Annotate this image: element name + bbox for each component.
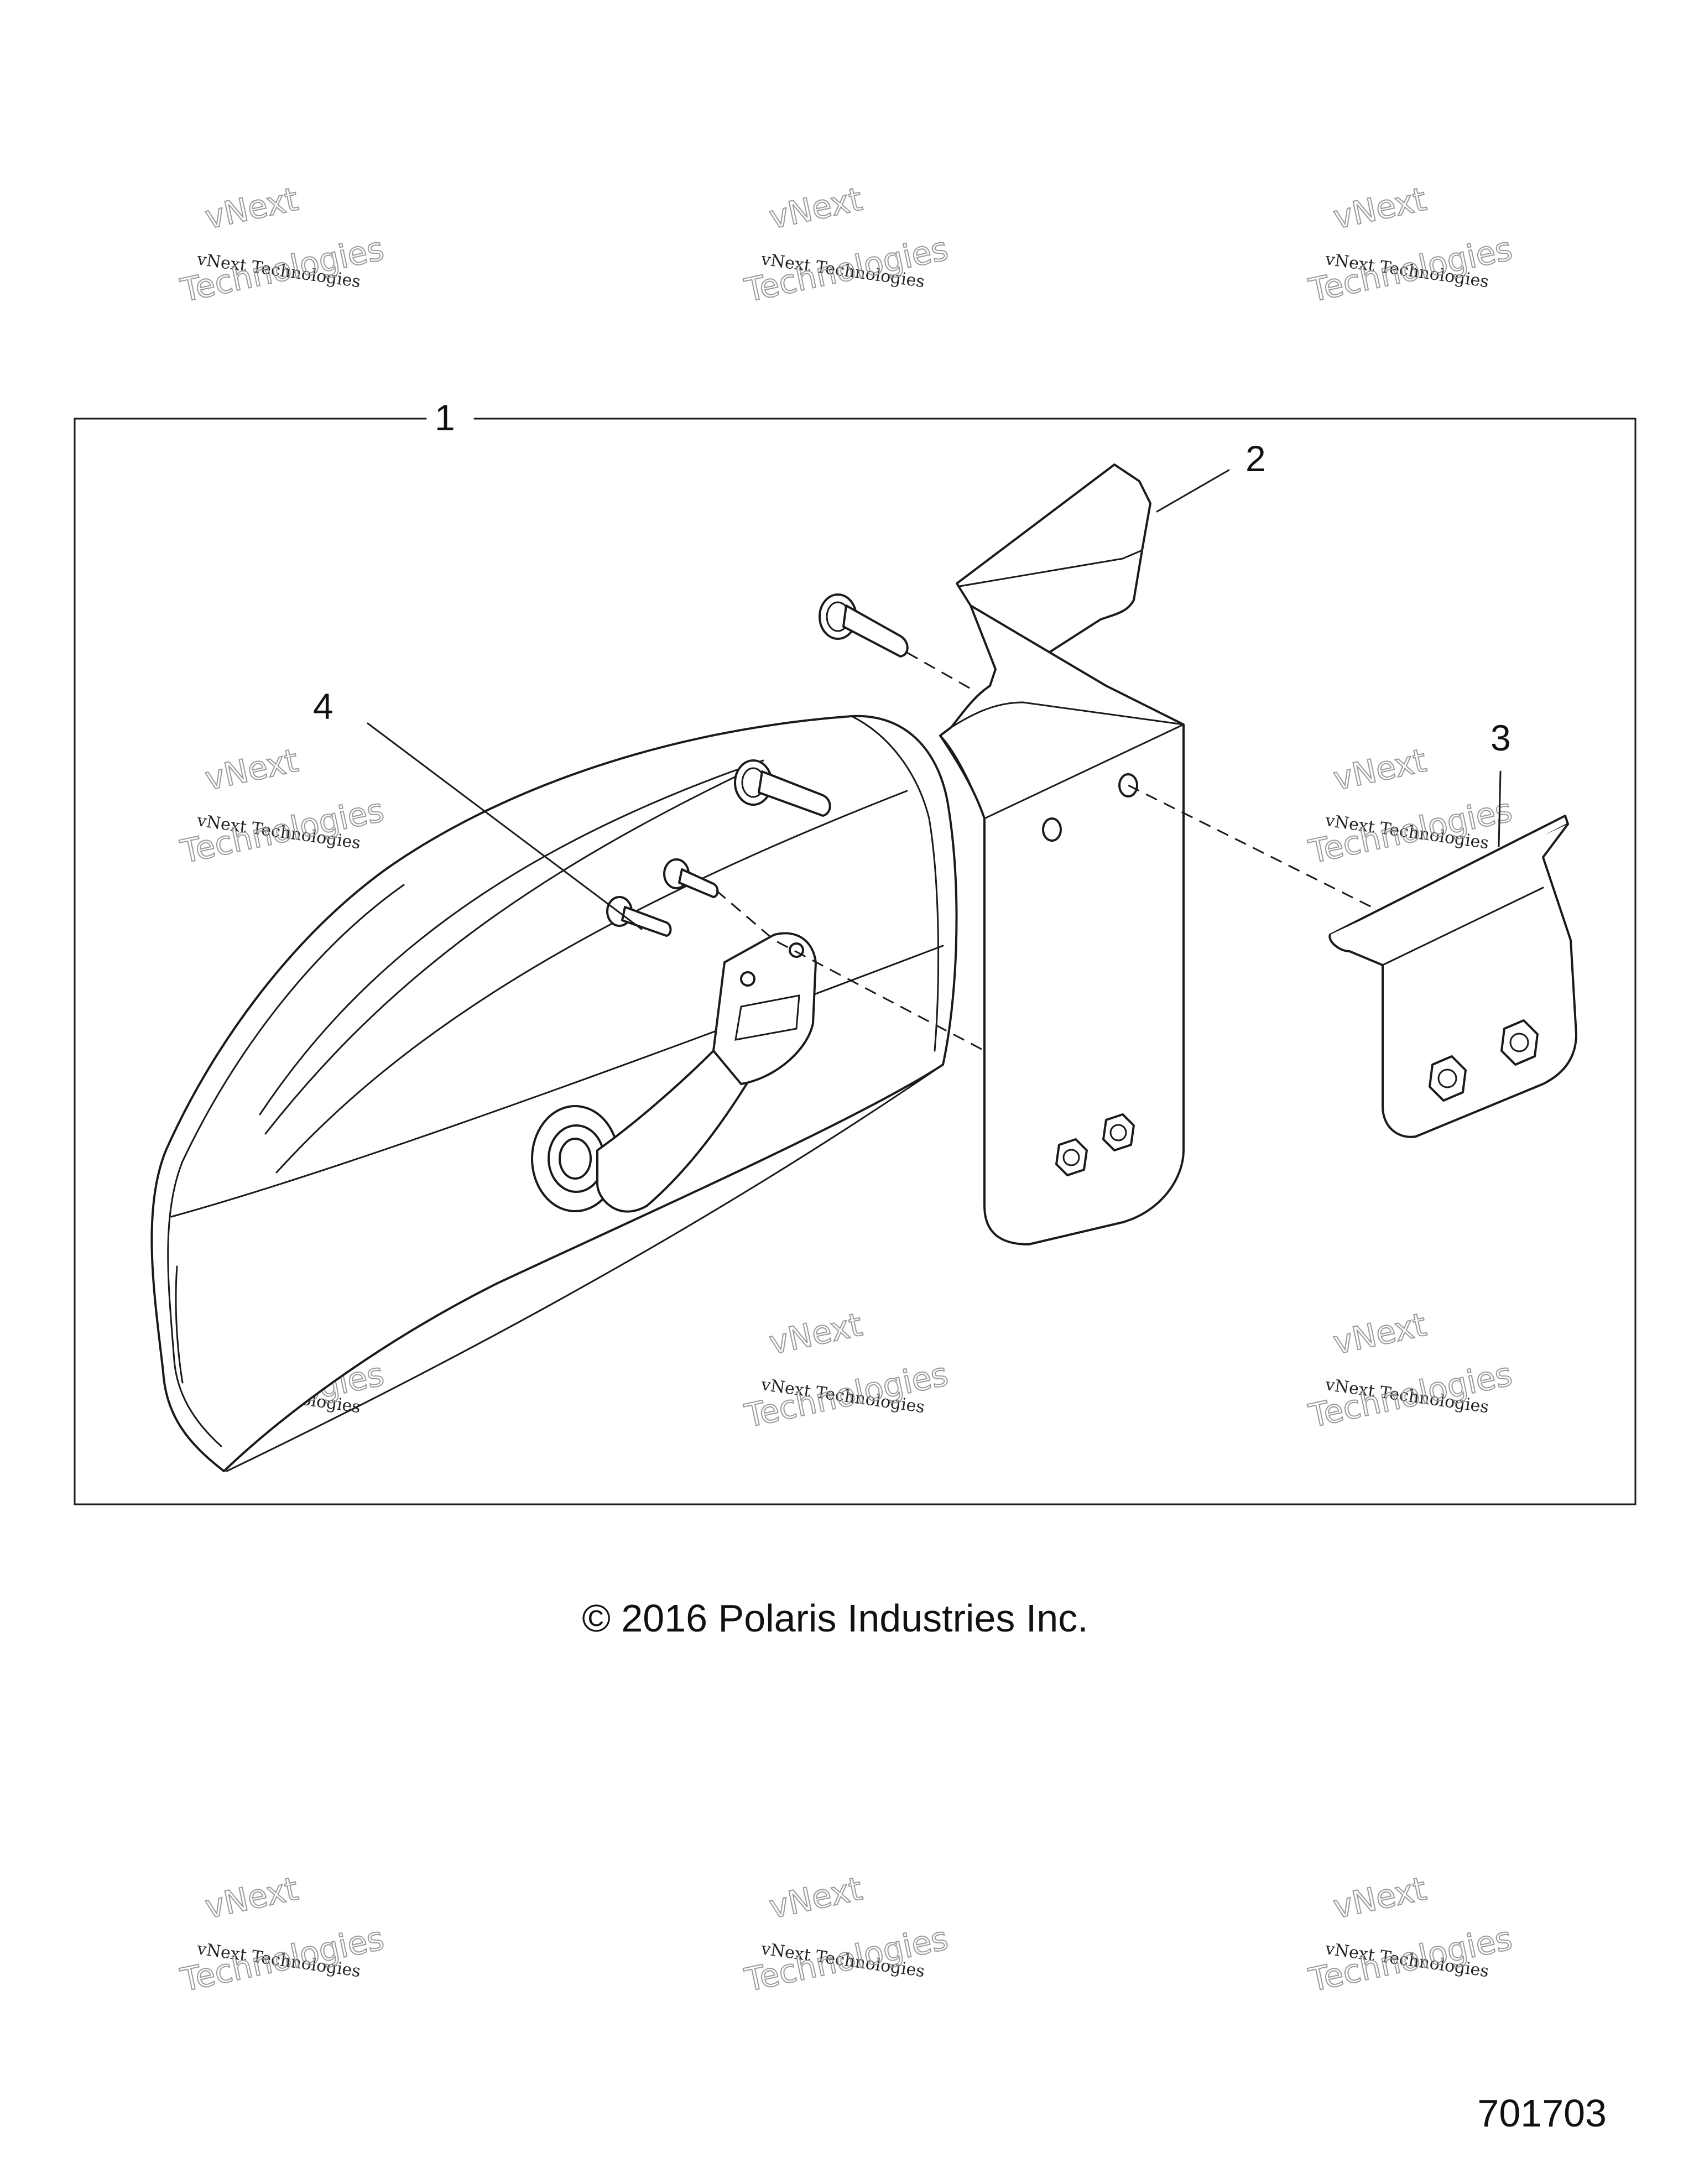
svg-text:vNext: vNext (202, 180, 301, 237)
svg-text:vNext: vNext (1330, 1870, 1430, 1926)
svg-text:vNext: vNext (1330, 742, 1430, 798)
callout-4: 4 (313, 686, 333, 727)
svg-text:Technologies: Technologies (741, 1919, 951, 1999)
watermark: vNext vNext Technologies Technologies (176, 180, 388, 310)
mirror-stem (531, 932, 817, 1213)
callout-3: 3 (1490, 717, 1511, 758)
watermark: vNext vNext Technologies Technologies (176, 741, 388, 872)
svg-text:Technologies: Technologies (741, 230, 951, 309)
watermark: vNext vNext Technologies Technologies (176, 1869, 388, 2000)
svg-text:Technologies: Technologies (1305, 1355, 1515, 1435)
svg-text:vNext: vNext (766, 180, 866, 237)
svg-text:vNext: vNext (1330, 180, 1430, 237)
svg-text:vNext: vNext (202, 1870, 301, 1926)
svg-text:Technologies: Technologies (177, 1919, 387, 1999)
svg-text:vNext: vNext (202, 742, 301, 798)
nut (1102, 1113, 1135, 1151)
svg-text:Technologies: Technologies (741, 1355, 951, 1435)
screw (663, 858, 719, 898)
svg-text:Technologies: Technologies (177, 791, 387, 871)
svg-text:vNext: vNext (766, 1306, 866, 1362)
watermark: vNext vNext Technologies Technologies (1305, 1869, 1516, 2000)
svg-text:vNext: vNext (766, 1870, 866, 1926)
svg-text:Technologies: Technologies (1305, 230, 1515, 309)
bracket-screws (734, 593, 974, 817)
svg-text:vNext: vNext (1330, 1306, 1430, 1362)
nut (1429, 1055, 1467, 1102)
drawing-number: 701703 (1477, 2092, 1607, 2135)
screw (734, 759, 831, 817)
nut (1500, 1019, 1539, 1066)
svg-text:Technologies: Technologies (177, 230, 387, 309)
mounting-bracket (939, 463, 1383, 1245)
screws-part-4 (606, 858, 991, 1055)
svg-text:Technologies: Technologies (1305, 1919, 1515, 1999)
copyright-notice: © 2016 Polaris Industries Inc. (582, 1597, 1088, 1640)
watermark: vNext vNext Technologies Technologies (741, 180, 952, 310)
screw (819, 593, 909, 658)
watermark: vNext vNext Technologies Technologies (741, 1869, 952, 2000)
callout-1: 1 (435, 397, 455, 438)
watermark: vNext vNext Technologies Technologies (1305, 180, 1516, 310)
screw (606, 896, 672, 937)
watermark: vNext vNext Technologies Technologies (1305, 741, 1516, 872)
nut (1055, 1138, 1088, 1176)
clamp-plate (1328, 815, 1577, 1138)
kit-frame: 1 (74, 397, 1637, 1505)
callout-2: 2 (1245, 438, 1266, 479)
watermark: vNext vNext Technologies Technologies (1305, 1305, 1516, 1436)
watermark: vNext vNext Technologies Technologies (741, 1305, 952, 1436)
callouts: 2 3 4 (313, 438, 1511, 930)
